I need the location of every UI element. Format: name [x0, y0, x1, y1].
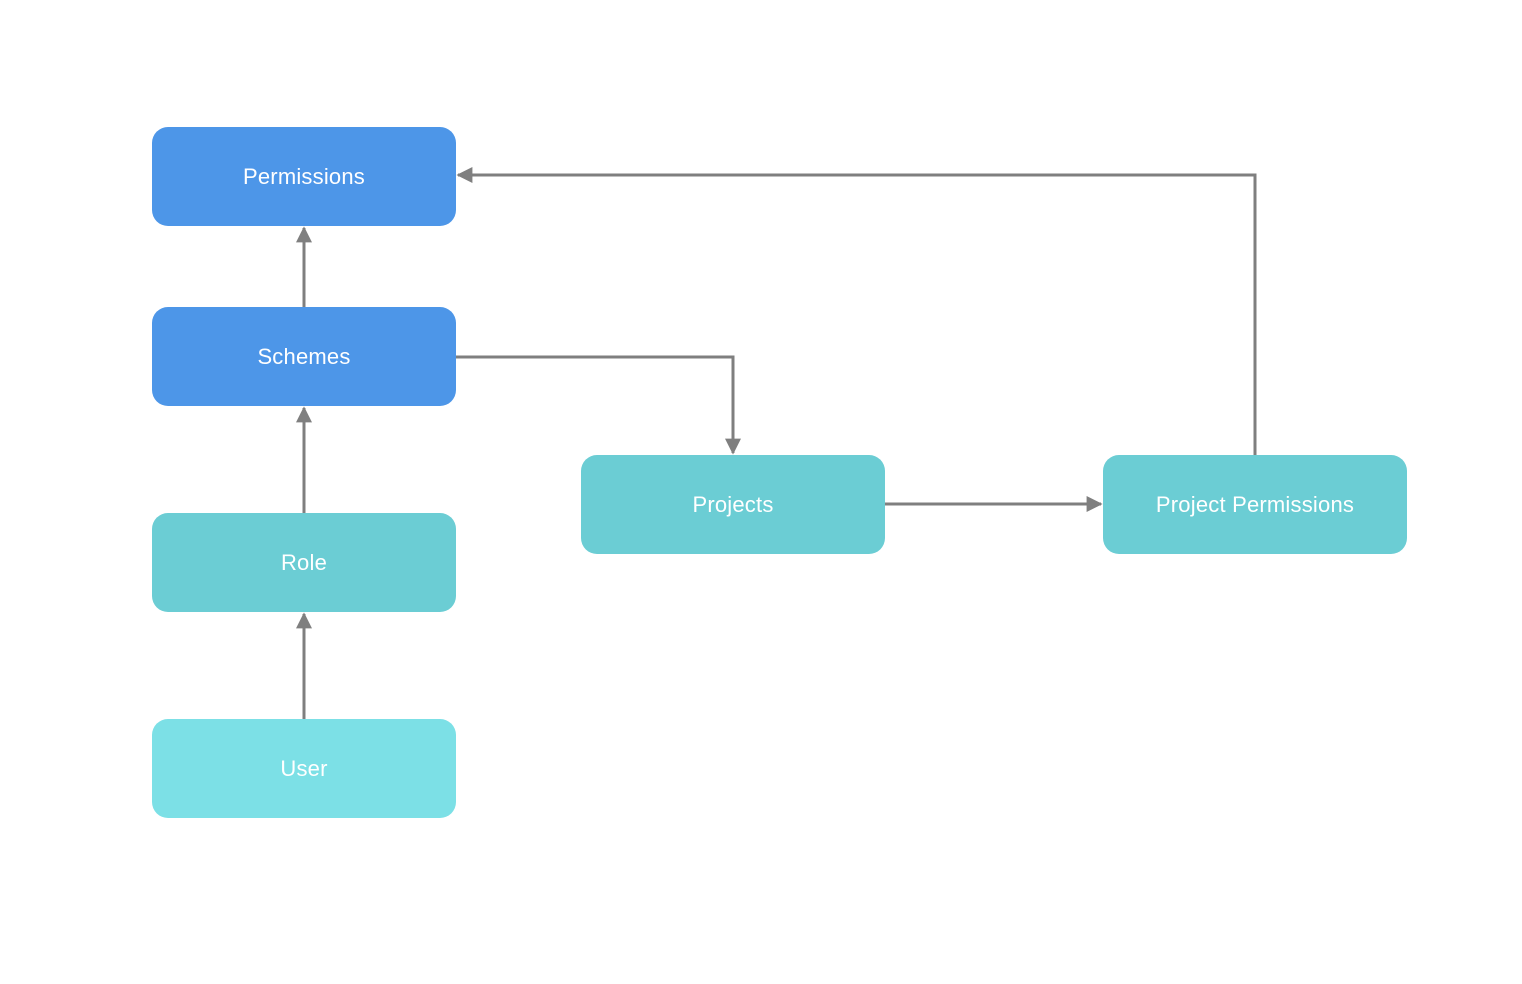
node-schemes-label: Schemes: [257, 343, 351, 369]
node-role-label: Role: [280, 549, 328, 575]
edge-project-permissions-to-permissions: [456, 167, 1257, 455]
node-projects[interactable]: Projects: [581, 455, 885, 554]
node-schemes[interactable]: Schemes: [152, 307, 456, 406]
node-permissions-label: Permissions: [242, 163, 365, 189]
node-project-permissions[interactable]: Project Permissions: [1103, 455, 1407, 554]
node-user[interactable]: User: [152, 719, 456, 818]
node-permissions[interactable]: Permissions: [152, 127, 456, 226]
node-project-permissions-label: Project Permissions: [1155, 491, 1355, 517]
node-projects-label: Projects: [692, 491, 774, 517]
node-role[interactable]: Role: [152, 513, 456, 612]
node-user-label: User: [280, 755, 328, 781]
edge-schemes-to-projects: [456, 355, 741, 455]
